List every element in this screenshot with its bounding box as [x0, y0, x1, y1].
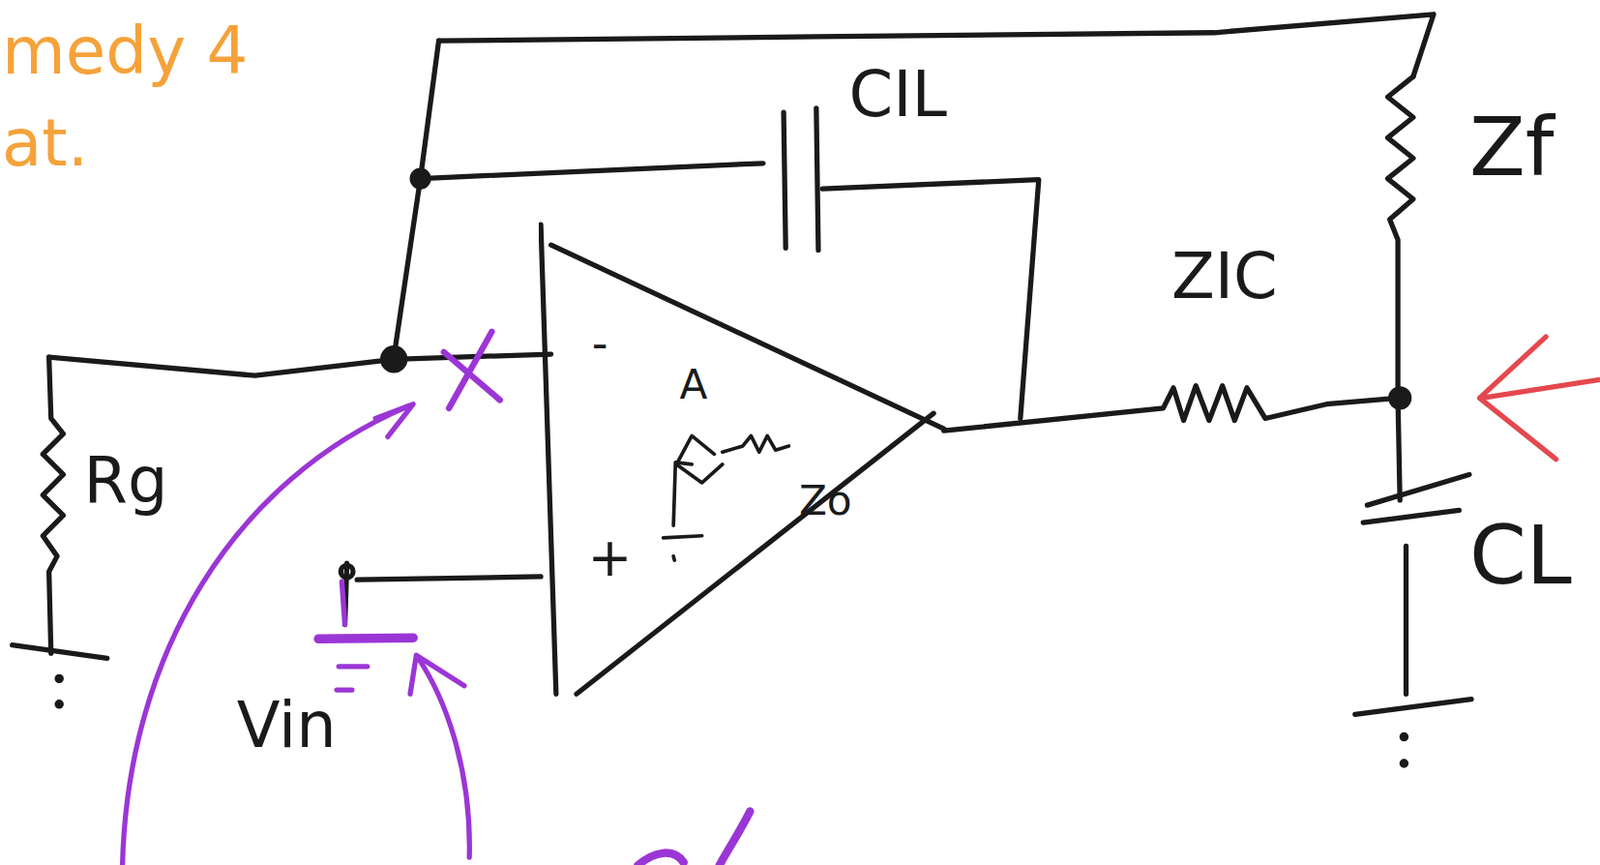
output-impedance-symbol — [676, 435, 789, 483]
resistor-symbol — [944, 385, 1398, 431]
resistor-symbol — [42, 356, 63, 653]
wire — [420, 163, 764, 179]
wire — [345, 562, 542, 624]
scribble — [637, 811, 750, 865]
annotation-arrow — [417, 657, 470, 858]
junction-dot — [412, 170, 429, 187]
capacitor-symbol — [783, 112, 786, 248]
component-label: ZIC — [1171, 244, 1278, 308]
junction-dot — [1391, 388, 1410, 408]
opamp-edge — [540, 224, 557, 694]
capacitor-symbol — [1362, 509, 1459, 523]
ground-dot — [57, 702, 61, 707]
opamp-outline — [538, 219, 948, 705]
pointer-arrow — [1479, 336, 1600, 460]
pin-sign: + — [588, 530, 633, 584]
arrowhead — [410, 654, 465, 694]
ground-symbol — [12, 645, 108, 659]
component-label: Vin — [237, 693, 337, 757]
terminal — [340, 564, 354, 578]
ground-dot — [1401, 761, 1406, 766]
opamp-edge — [576, 413, 934, 694]
note-text: medy 4 — [1, 18, 249, 85]
wire — [393, 40, 439, 357]
source-lead — [341, 581, 345, 624]
impedance-label: Zo — [799, 479, 853, 521]
component-label: Zf — [1469, 107, 1555, 189]
pin-sign: - — [592, 321, 609, 366]
capacitor-symbol — [1366, 474, 1469, 505]
capacitor-symbol — [816, 108, 819, 251]
ground-dot — [57, 676, 61, 681]
ground-symbol — [1355, 699, 1472, 715]
opamp-triangle: - A Zo + — [538, 219, 948, 705]
ground-dot — [1401, 734, 1406, 739]
wire — [822, 179, 1039, 419]
resistor-symbol — [1388, 76, 1414, 396]
component-label: CL — [1469, 515, 1572, 597]
opamp-edge — [551, 244, 945, 429]
component-label: Rg — [83, 448, 168, 512]
output-impedance-symbol — [663, 462, 703, 561]
junction-dot — [383, 348, 406, 371]
source-ground — [318, 637, 414, 639]
note-text: at. — [1, 110, 89, 177]
source-ground — [336, 666, 368, 690]
component-label: CIL — [849, 62, 948, 126]
arrowhead — [375, 404, 414, 438]
wire — [1397, 397, 1400, 500]
wire — [1403, 545, 1409, 694]
gain-label: A — [679, 364, 708, 406]
break-mark — [444, 331, 501, 409]
